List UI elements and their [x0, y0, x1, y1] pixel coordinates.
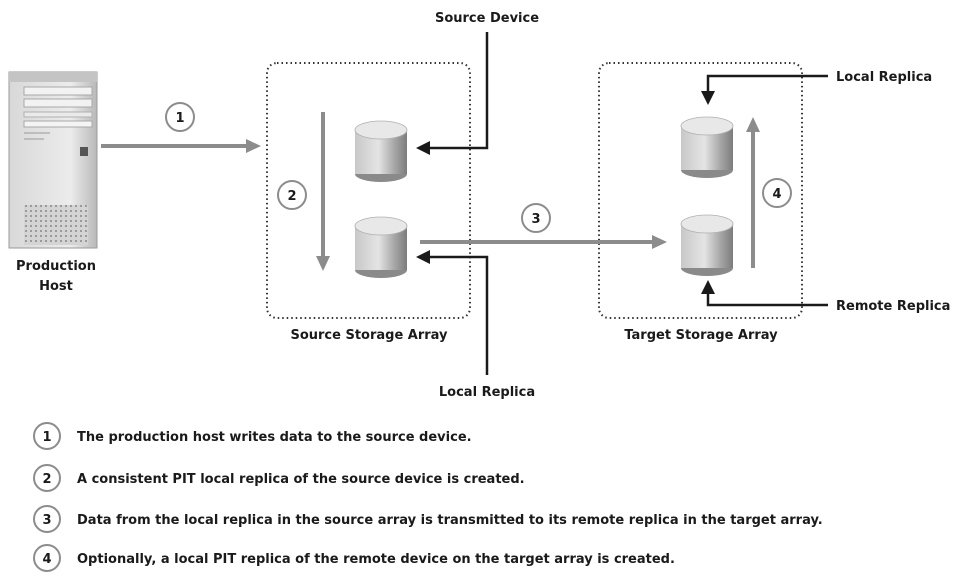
production-host-server-icon: [8, 71, 98, 249]
remote-replica-disk-icon: [680, 214, 734, 276]
step-1-badge: 1: [165, 102, 195, 132]
step-2-badge: 2: [277, 180, 307, 210]
svg-text:1: 1: [42, 430, 51, 445]
step-3-badge: 3: [521, 203, 551, 233]
svg-text:1: 1: [175, 111, 184, 126]
production-host-label-line1: Production: [16, 259, 96, 274]
svg-text:3: 3: [531, 212, 540, 227]
local-replica-source-label: Local Replica: [439, 385, 535, 400]
flow-arrow-1: [101, 139, 261, 153]
legend-text-1: The production host writes data to the s…: [77, 430, 472, 445]
step-4-badge: 4: [762, 178, 792, 208]
svg-text:4: 4: [772, 187, 781, 202]
target-storage-array-label: Target Storage Array: [624, 328, 778, 343]
legend-text-4: Optionally, a local PIT replica of the r…: [77, 552, 675, 567]
legend-item-4: 4 Optionally, a local PIT replica of the…: [33, 544, 675, 572]
pointer-arrow-source-device: [416, 32, 489, 155]
remote-replica-label: Remote Replica: [836, 299, 950, 314]
source-storage-array-label: Source Storage Array: [290, 328, 448, 343]
source-storage-array-box: [266, 62, 471, 319]
source-device-disk-icon: [354, 120, 408, 182]
pointer-arrow-local-replica-source: [416, 250, 489, 375]
pointer-arrow-remote-replica: [701, 280, 828, 307]
pointer-arrow-local-replica-target: [701, 74, 828, 105]
production-host-label-line2: Host: [39, 279, 73, 294]
legend-item-2: 2 A consistent PIT local replica of the …: [33, 464, 525, 492]
legend-item-1: 1 The production host writes data to the…: [33, 422, 472, 450]
flow-arrow-3: [420, 235, 667, 249]
legend-text-3: Data from the local replica in the sourc…: [77, 513, 823, 528]
local-replica-target-label: Local Replica: [836, 70, 932, 85]
legend-item-3: 3 Data from the local replica in the sou…: [33, 505, 823, 533]
svg-text:4: 4: [42, 552, 51, 567]
target-local-replica-disk-icon: [680, 116, 734, 178]
svg-text:3: 3: [42, 513, 51, 528]
legend-text-2: A consistent PIT local replica of the so…: [77, 472, 525, 487]
source-device-label: Source Device: [435, 11, 539, 26]
svg-text:2: 2: [42, 472, 51, 487]
target-storage-array-box: [598, 62, 803, 319]
flow-arrow-4: [746, 117, 760, 268]
legend: 1 The production host writes data to the…: [33, 422, 823, 572]
flow-arrow-2: [316, 112, 330, 271]
svg-text:2: 2: [287, 189, 296, 204]
source-local-replica-disk-icon: [354, 216, 408, 278]
